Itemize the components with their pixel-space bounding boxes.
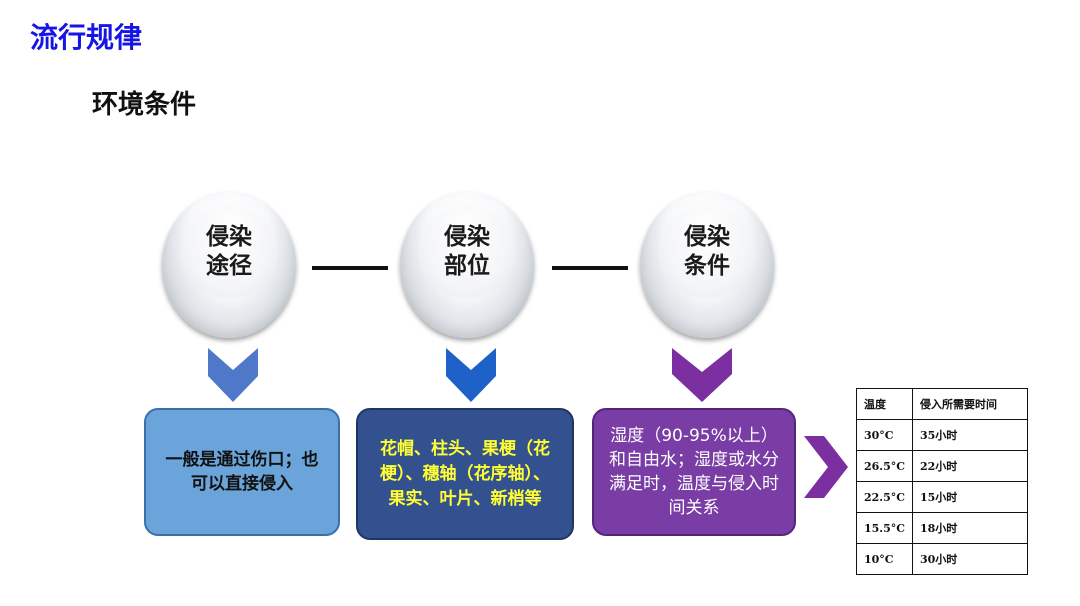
cell-temperature: 15.5°C — [856, 512, 913, 544]
page-title: 流行规律 — [30, 21, 143, 54]
section-subtitle: 环境条件 — [92, 90, 197, 120]
circle-label-infection-condition: 侵染条件 — [684, 224, 730, 279]
header-time: 侵入所需要时间 — [912, 388, 1028, 420]
infection-site-box: 花帽、柱头、果梗（花梗）、穗轴（花序轴）、果实、叶片、新梢等 — [356, 408, 574, 540]
infection-route-text: 一般是通过伤口；也可以直接侵入 — [165, 450, 319, 494]
circle-label-infection-route: 侵染途径 — [206, 224, 252, 279]
cell-temperature: 22.5°C — [856, 481, 913, 513]
table-row: 15.5°C 18小时 — [856, 512, 1028, 544]
chevron-right-icon — [804, 436, 848, 498]
cell-time: 15小时 — [912, 481, 1028, 513]
cell-time: 35小时 — [912, 419, 1028, 451]
circle-infection-route: 侵染途径 — [162, 192, 296, 338]
infection-site-text: 花帽、柱头、果梗（花梗）、穗轴（花序轴）、果实、叶片、新梢等 — [380, 438, 550, 509]
table-row: 30°C 35小时 — [856, 419, 1028, 451]
circle-infection-condition: 侵染条件 — [640, 192, 774, 338]
table-row: 26.5°C 22小时 — [856, 450, 1028, 482]
chevron-down-icon — [672, 348, 732, 402]
circle-infection-site: 侵染部位 — [400, 192, 534, 338]
infection-route-box: 一般是通过伤口；也可以直接侵入 — [144, 408, 340, 536]
table-header-row: 温度 侵入所需要时间 — [856, 388, 1028, 420]
infection-condition-text: 湿度（90-95%以上）和自由水；湿度或水分满足时，温度与侵入时间关系 — [609, 426, 779, 518]
infection-condition-box: 湿度（90-95%以上）和自由水；湿度或水分满足时，温度与侵入时间关系 — [592, 408, 796, 536]
cell-time: 18小时 — [912, 512, 1028, 544]
chevron-down-icon — [208, 348, 258, 402]
connector-line — [312, 266, 388, 270]
table-row: 22.5°C 15小时 — [856, 481, 1028, 513]
temperature-time-table: 温度 侵入所需要时间 30°C 35小时 26.5°C 22小时 22.5°C … — [856, 388, 1028, 575]
cell-time: 30小时 — [912, 543, 1028, 575]
table-row: 10°C 30小时 — [856, 543, 1028, 575]
circle-label-infection-site: 侵染部位 — [444, 224, 490, 279]
connector-line — [552, 266, 628, 270]
header-temperature: 温度 — [856, 388, 913, 420]
cell-time: 22小时 — [912, 450, 1028, 482]
cell-temperature: 26.5°C — [856, 450, 913, 482]
cell-temperature: 30°C — [856, 419, 913, 451]
chevron-down-icon — [446, 348, 496, 402]
cell-temperature: 10°C — [856, 543, 913, 575]
